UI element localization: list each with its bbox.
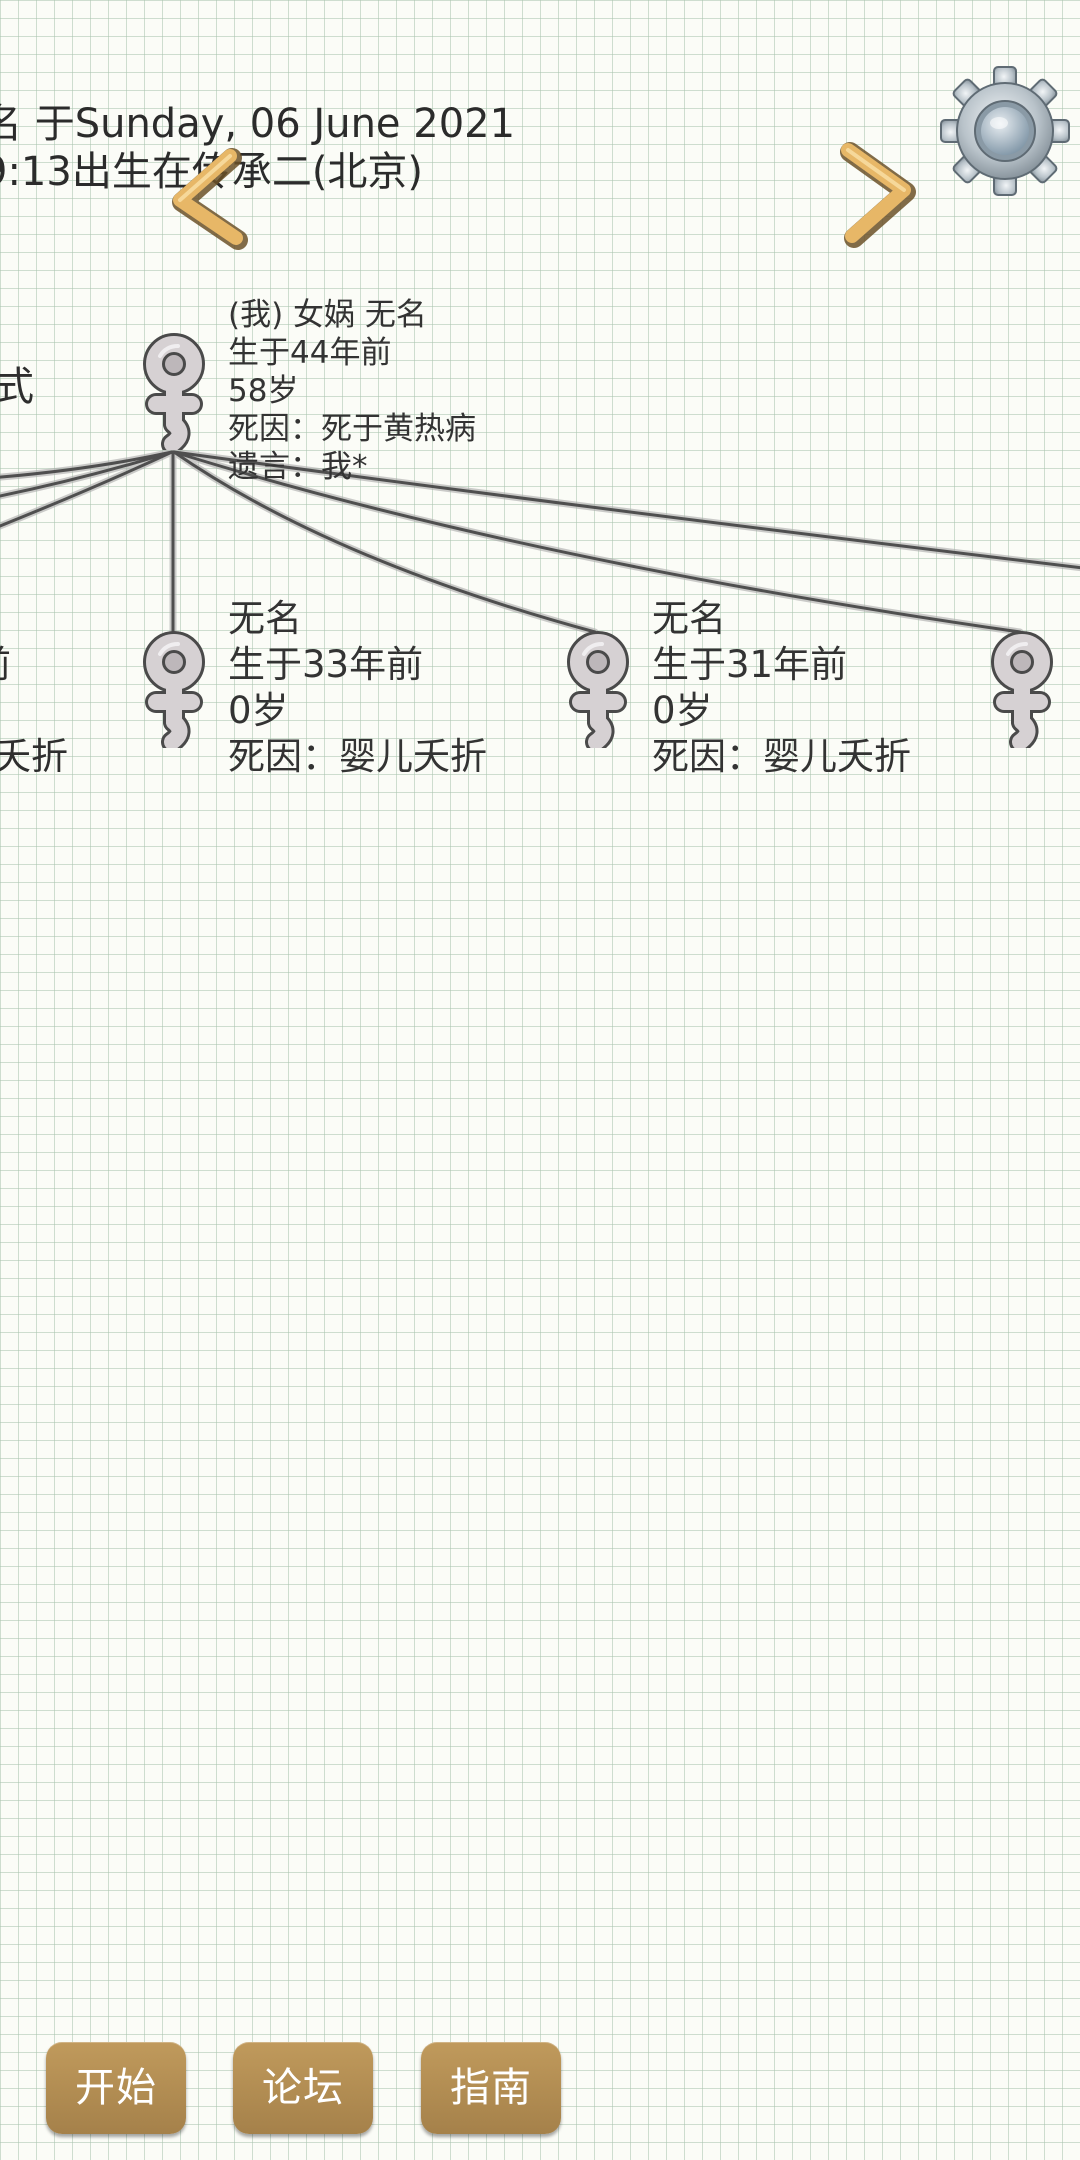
start-button[interactable]: 开始 [46,2042,186,2134]
person-age: 58岁 [228,373,299,409]
person-name: (我) 女娲 无名 [228,297,427,333]
person-age: 0岁 [652,689,713,732]
child-person-info[interactable]: 无名 生于33年前 0岁 死因：婴儿夭折 [228,596,487,780]
female-symbol-icon[interactable] [982,628,1062,748]
left-partial-text-top: 式 [0,364,34,410]
female-symbol-icon[interactable] [558,628,638,748]
person-born: 生于31年前 [652,643,848,686]
person-last-words: 遗言：我* [228,449,368,485]
female-symbol-icon[interactable] [134,628,214,748]
child-person-info[interactable]: 无名 生于31年前 0岁 死因：婴儿夭折 [652,596,911,780]
birth-info-line-1: 名 于Sunday, 06 June 2021 [0,101,516,147]
gear-icon[interactable] [938,64,1072,198]
person-name: 无名 [228,597,302,640]
female-symbol-icon[interactable] [134,330,214,450]
self-person-info[interactable]: (我) 女娲 无名 生于44年前 58岁 死因：死于黄热病 遗言：我* [228,296,476,486]
person-cause-of-death: 死因：婴儿夭折 [652,735,911,778]
person-born: 生于33年前 [228,643,424,686]
person-age: 0岁 [228,689,289,732]
left-partial-text-bottom: 夭折 [0,735,68,778]
person-cause-of-death: 死因：婴儿夭折 [228,735,487,778]
guide-button[interactable]: 指南 [421,2042,561,2134]
chevron-right-icon[interactable] [820,140,930,250]
chevron-left-icon[interactable] [160,144,270,254]
person-cause-of-death: 死因：死于黄热病 [228,411,476,447]
forum-button[interactable]: 论坛 [233,2042,373,2134]
person-born: 生于44年前 [228,335,392,371]
person-name: 无名 [652,597,726,640]
left-partial-text-mid: 前 [0,642,11,688]
